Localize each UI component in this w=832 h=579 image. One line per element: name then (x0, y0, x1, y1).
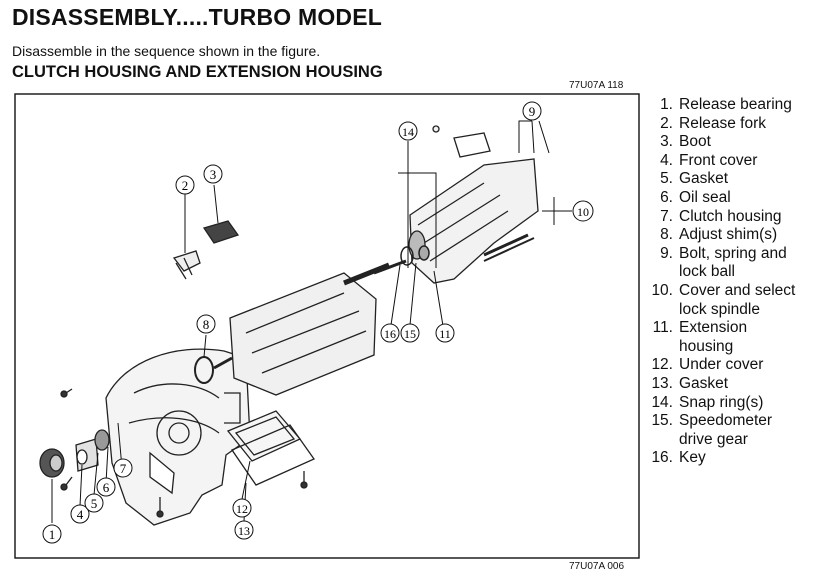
callout-8-text: 8 (203, 317, 210, 332)
legend-label: Extension housing (679, 319, 748, 355)
callout-7: 7 (113, 458, 133, 478)
legend-number: 5. (660, 170, 673, 188)
callout-13: 13 (234, 520, 254, 540)
legend-number: 14. (651, 393, 673, 411)
under-cover-drawing (226, 410, 315, 486)
section-title: CLUTCH HOUSING AND EXTENSION HOUSING (12, 63, 383, 81)
legend-item: 2. Release fork (636, 115, 795, 134)
callout-1-text: 1 (49, 527, 56, 542)
legend-number: 6. (660, 188, 673, 206)
callout-2-text: 2 (182, 178, 189, 193)
legend-label: Bolt, spring and lock ball (679, 244, 787, 281)
legend-label: Release fork (679, 114, 767, 132)
figure-frame (14, 93, 640, 559)
callout-9-text: 9 (529, 104, 536, 119)
callout-14: 14 (398, 121, 418, 141)
legend-item: 10. Cover and select lock spindle (636, 282, 795, 319)
callout-5-text: 5 (91, 496, 98, 511)
instruction-text: Disassemble in the sequence shown in the… (12, 43, 321, 59)
front-parts-drawing (39, 429, 110, 478)
legend-number: 13. (651, 374, 673, 392)
callout-12-text: 12 (236, 502, 248, 516)
callout-1: 1 (42, 524, 62, 544)
legend-item: 15. Speedometer drive gear (636, 412, 795, 449)
legend-number: 15. (651, 412, 673, 430)
legend-number: 12. (651, 356, 673, 374)
callout-15: 15 (400, 323, 420, 343)
legend-label: Gasket (679, 170, 729, 188)
figure-code-bottom: 77U07A 006 (569, 561, 625, 572)
clutch-housing-drawing (105, 348, 251, 526)
legend-item: 3. Boot (636, 133, 795, 152)
legend-number: 7. (660, 207, 673, 225)
legend-item: 14. Snap ring(s) (636, 394, 795, 413)
legend-number: 4. (660, 151, 673, 169)
legend-item: 13. Gasket (636, 375, 795, 394)
callout-4-text: 4 (77, 507, 84, 522)
callout-3-text: 3 (210, 167, 217, 182)
legend-item: 8. Adjust shim(s) (636, 226, 795, 245)
callout-16: 16 (380, 323, 400, 343)
legend-label: Clutch housing (679, 207, 782, 225)
legend-item: 16. Key (636, 449, 795, 468)
legend-item: 11. Extension housing (636, 319, 795, 356)
callout-7-text: 7 (120, 461, 127, 476)
legend-label: Front cover (679, 151, 758, 169)
legend-item: 4. Front cover (636, 152, 795, 171)
page-title: DISASSEMBLY.....TURBO MODEL (12, 4, 383, 30)
legend-label: Speedometer drive gear (679, 412, 773, 448)
callout-13-text: 13 (238, 524, 250, 538)
extension-housing-drawing (408, 125, 539, 284)
parts-legend: 1.Release bearing 2.Release fork 3.Boot … (636, 96, 795, 468)
legend-label: Under cover (679, 356, 764, 374)
callout-6-text: 6 (103, 480, 110, 495)
callout-8: 8 (196, 314, 216, 334)
legend-number: 3. (660, 133, 673, 151)
callout-10-text: 10 (577, 205, 589, 219)
callout-11: 11 (435, 323, 455, 343)
legend-item: 5. Gasket (636, 170, 795, 189)
legend-label: Snap ring(s) (679, 393, 764, 411)
callout-4: 4 (70, 504, 90, 524)
callout-11-text: 11 (439, 327, 451, 341)
callout-6: 6 (96, 477, 116, 497)
legend-item: 7. Clutch housing (636, 208, 795, 227)
legend-item: 9. Bolt, spring and lock ball (636, 245, 795, 282)
legend-label: Key (679, 449, 706, 467)
figure-code-top: 77U07A 118 (569, 80, 624, 91)
legend-number: 11. (652, 319, 673, 337)
legend-label: Oil seal (679, 188, 731, 206)
legend-label: Gasket (679, 374, 729, 392)
legend-number: 2. (660, 114, 673, 132)
legend-number: 10. (651, 281, 673, 299)
legend-number: 1. (660, 96, 673, 113)
callout-5: 5 (84, 493, 104, 513)
callout-12: 12 (232, 498, 252, 518)
snap-ring-drawing (400, 245, 430, 266)
legend-item: 6. Oil seal (636, 189, 795, 208)
legend-label: Adjust shim(s) (679, 226, 778, 244)
exploded-view-figure: 1 2 3 4 5 6 7 8 9 10 11 12 13 14 15 16 (14, 93, 640, 559)
callout-2: 2 (175, 175, 195, 195)
callout-10: 10 (572, 200, 594, 222)
transmission-case-drawing (213, 259, 407, 396)
legend-number: 8. (660, 226, 673, 244)
fork-boot-drawing (172, 220, 240, 280)
callout-16-text: 16 (384, 327, 396, 341)
callout-9: 9 (522, 101, 542, 121)
callout-15-text: 15 (404, 327, 416, 341)
legend-number: 9. (660, 244, 673, 262)
legend-number: 16. (651, 449, 673, 467)
bolt-drawing (60, 237, 535, 518)
legend-item: 1. Release bearing (636, 96, 795, 115)
legend-label: Boot (679, 133, 711, 151)
legend-label: Release bearing (679, 96, 792, 113)
legend-item: 12. Under cover (636, 356, 795, 375)
callout-14-text: 14 (402, 125, 414, 139)
callout-3: 3 (203, 164, 223, 184)
legend-label: Cover and select lock spindle (679, 281, 796, 318)
